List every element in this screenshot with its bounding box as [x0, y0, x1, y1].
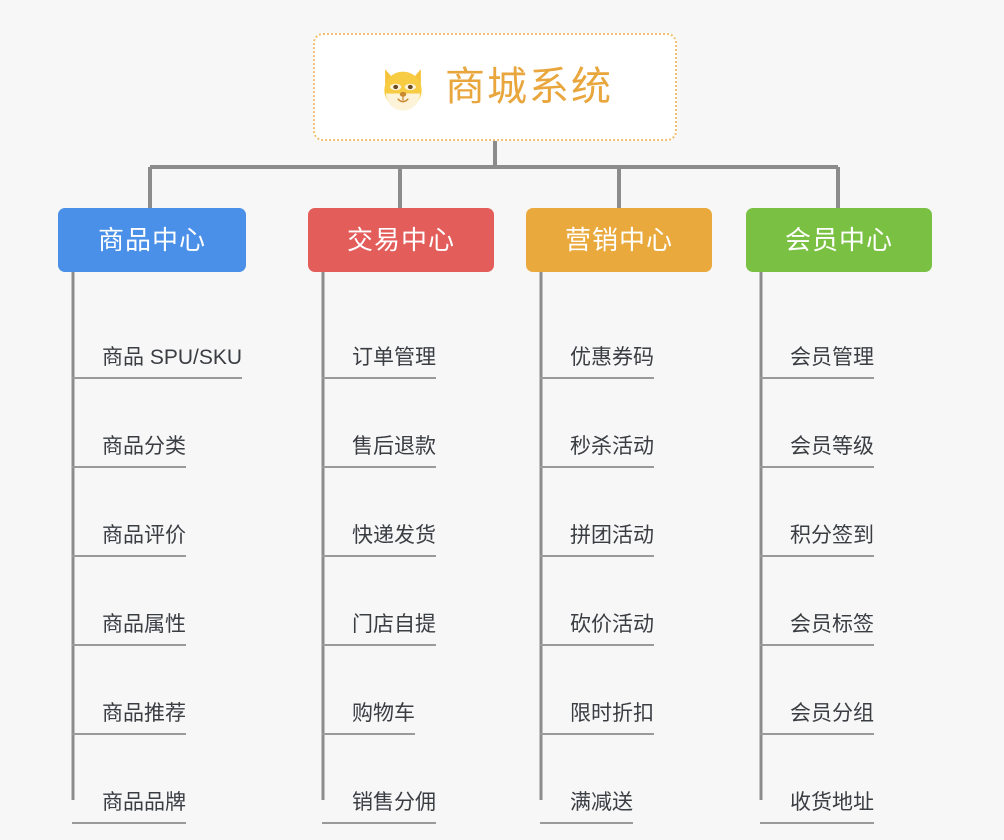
shiba-dog-face-icon: [377, 61, 429, 113]
leaf-item[interactable]: 商品分类: [58, 379, 246, 468]
root-title: 商城系统: [445, 65, 613, 109]
leaf-item[interactable]: 优惠券码: [526, 290, 712, 379]
category-column-3: 营销中心 优惠券码 秒杀活动 拼团活动 砍价活动 限时折扣 满减送: [526, 208, 712, 824]
category-header-4[interactable]: 会员中心: [746, 208, 932, 272]
leaf-item[interactable]: 收货地址: [746, 735, 932, 824]
leaf-label: 快递发货: [322, 525, 436, 557]
leaf-label: 收货地址: [760, 792, 874, 824]
category-header-label: 会员中心: [784, 225, 893, 255]
leaf-item[interactable]: 订单管理: [308, 290, 494, 379]
leaf-item[interactable]: 满减送: [526, 735, 712, 824]
root-node[interactable]: 商城系统: [313, 33, 677, 141]
leaf-item[interactable]: 商品品牌: [58, 735, 246, 824]
category-column-1: 商品中心 商品 SPU/SKU 商品分类 商品评价 商品属性 商品推荐 商品品牌: [58, 208, 246, 824]
category-header-3[interactable]: 营销中心: [526, 208, 712, 272]
leaf-item[interactable]: 积分签到: [746, 468, 932, 557]
leaf-label: 满减送: [540, 792, 633, 824]
leaf-item[interactable]: 会员管理: [746, 290, 932, 379]
leaf-item[interactable]: 售后退款: [308, 379, 494, 468]
leaf-item[interactable]: 会员等级: [746, 379, 932, 468]
leaf-item[interactable]: 会员标签: [746, 557, 932, 646]
leaf-label: 商品品牌: [72, 792, 186, 824]
category-header-1[interactable]: 商品中心: [58, 208, 246, 272]
category-column-2: 交易中心 订单管理 售后退款 快递发货 门店自提 购物车 销售分佣: [308, 208, 494, 824]
category-header-label: 营销中心: [564, 225, 673, 255]
leaf-list-3: 优惠券码 秒杀活动 拼团活动 砍价活动 限时折扣 满减送: [526, 272, 712, 824]
leaf-item[interactable]: 购物车: [308, 646, 494, 735]
leaf-item[interactable]: 秒杀活动: [526, 379, 712, 468]
leaf-item[interactable]: 快递发货: [308, 468, 494, 557]
leaf-label: 积分签到: [760, 525, 874, 557]
category-header-label: 交易中心: [346, 225, 455, 255]
leaf-item[interactable]: 门店自提: [308, 557, 494, 646]
leaf-list-1: 商品 SPU/SKU 商品分类 商品评价 商品属性 商品推荐 商品品牌: [58, 272, 246, 824]
leaf-item[interactable]: 商品评价: [58, 468, 246, 557]
leaf-item[interactable]: 会员分组: [746, 646, 932, 735]
category-header-label: 商品中心: [97, 225, 206, 255]
leaf-item[interactable]: 商品 SPU/SKU: [58, 290, 246, 379]
leaf-label: 商品 SPU/SKU: [72, 347, 243, 379]
leaf-label: 拼团活动: [540, 525, 654, 557]
leaf-label: 砍价活动: [540, 614, 654, 646]
leaf-label: 会员管理: [760, 347, 874, 379]
leaf-label: 售后退款: [322, 436, 436, 468]
category-column-4: 会员中心 会员管理 会员等级 积分签到 会员标签 会员分组 收货地址: [746, 208, 932, 824]
leaf-item[interactable]: 拼团活动: [526, 468, 712, 557]
leaf-label: 秒杀活动: [540, 436, 654, 468]
leaf-label: 门店自提: [322, 614, 436, 646]
leaf-item[interactable]: 限时折扣: [526, 646, 712, 735]
leaf-item[interactable]: 砍价活动: [526, 557, 712, 646]
leaf-label: 购物车: [322, 703, 415, 735]
leaf-list-2: 订单管理 售后退款 快递发货 门店自提 购物车 销售分佣: [308, 272, 494, 824]
leaf-label: 会员标签: [760, 614, 874, 646]
category-header-2[interactable]: 交易中心: [308, 208, 494, 272]
leaf-list-4: 会员管理 会员等级 积分签到 会员标签 会员分组 收货地址: [746, 272, 932, 824]
leaf-label: 商品评价: [72, 525, 186, 557]
leaf-label: 订单管理: [322, 347, 436, 379]
leaf-label: 限时折扣: [540, 703, 654, 735]
leaf-item[interactable]: 商品属性: [58, 557, 246, 646]
leaf-label: 销售分佣: [322, 792, 436, 824]
leaf-item[interactable]: 商品推荐: [58, 646, 246, 735]
leaf-label: 会员分组: [760, 703, 874, 735]
leaf-label: 优惠券码: [540, 347, 654, 379]
leaf-label: 商品分类: [72, 436, 186, 468]
leaf-label: 商品推荐: [72, 703, 186, 735]
leaf-label: 会员等级: [760, 436, 874, 468]
leaf-item[interactable]: 销售分佣: [308, 735, 494, 824]
leaf-label: 商品属性: [72, 614, 186, 646]
